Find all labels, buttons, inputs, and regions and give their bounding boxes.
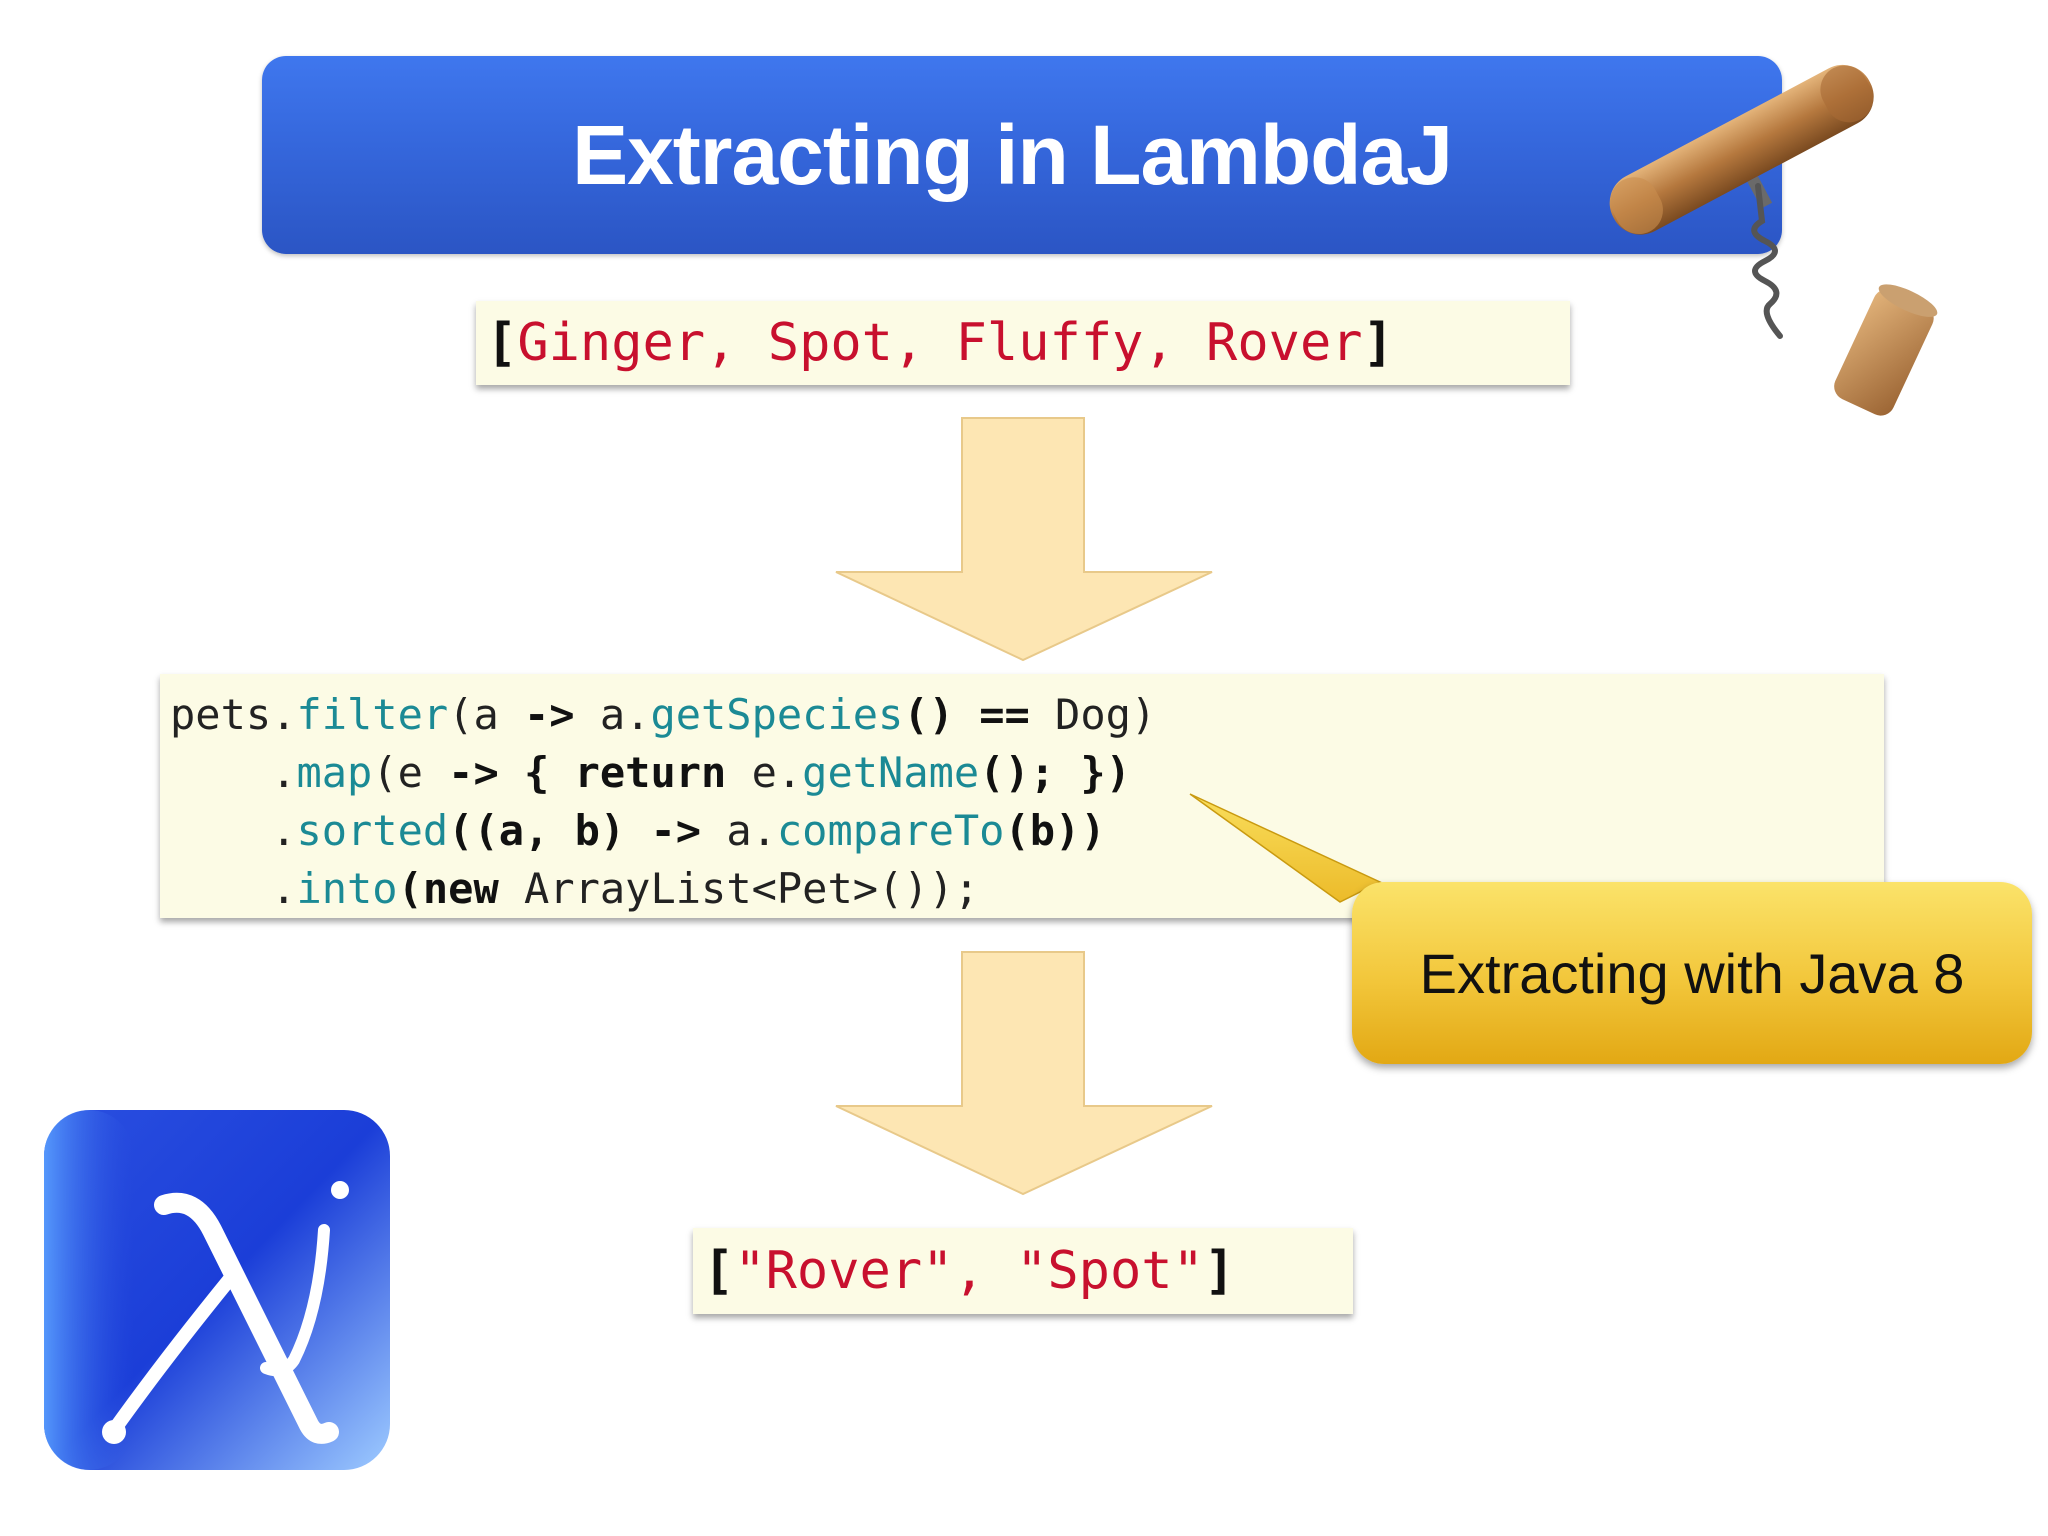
- code-token: (: [397, 864, 423, 913]
- code-keyword: new: [422, 864, 499, 913]
- code-operator: ==: [979, 690, 1030, 739]
- input-list-box: [Ginger, Spot, Fluffy, Rover]: [476, 301, 1570, 385]
- code-token: ArrayList<Pet>());: [498, 864, 980, 913]
- code-token: .: [170, 864, 297, 913]
- code-method: getName: [802, 748, 980, 797]
- code-method: into: [296, 864, 398, 913]
- code-keyword: return: [574, 748, 727, 797]
- input-list-close-bracket: ]: [1362, 313, 1394, 373]
- input-list-open-bracket: [: [486, 313, 518, 373]
- down-arrow-icon: [835, 951, 1213, 1196]
- callout-text: Extracting with Java 8: [1419, 941, 1965, 1005]
- title-banner: Extracting in LambdaJ: [262, 56, 1782, 254]
- code-token: Dog): [1029, 690, 1157, 739]
- code-method: sorted: [296, 806, 449, 855]
- code-method: filter: [296, 690, 449, 739]
- code-token: e.: [726, 748, 803, 797]
- code-token: .: [170, 806, 297, 855]
- code-token: a.: [701, 806, 777, 855]
- code-operator: ->: [650, 806, 702, 855]
- code-token: (e: [372, 748, 449, 797]
- output-list-box: ["Rover", "Spot"]: [693, 1228, 1353, 1314]
- slide-title: Extracting in LambdaJ: [572, 107, 1453, 202]
- code-method: getSpecies: [650, 690, 904, 739]
- corkscrew-icon: [1609, 64, 1938, 416]
- code-method: map: [296, 748, 373, 797]
- code-block: pets.filter(a -> a.getSpecies() == Dog) …: [160, 674, 1884, 918]
- code-method: compareTo: [776, 806, 1005, 855]
- code-operator: ->: [524, 690, 575, 739]
- output-list-close-bracket: ]: [1203, 1241, 1236, 1301]
- code-token: (b)): [1004, 806, 1106, 855]
- code-token: .: [170, 748, 297, 797]
- code-token: {: [498, 748, 575, 797]
- code-operator: ->: [448, 748, 499, 797]
- callout-bubble: Extracting with Java 8: [1352, 882, 2032, 1064]
- code-token: pets.: [170, 690, 297, 739]
- code-token: a.: [574, 690, 651, 739]
- code-token: (); }): [979, 748, 1131, 797]
- down-arrow-icon: [835, 417, 1213, 662]
- code-token: ((a, b): [448, 806, 651, 855]
- lambdaj-logo-icon: [44, 1110, 390, 1470]
- code-token: (): [903, 690, 980, 739]
- output-list-items: "Rover", "Spot": [734, 1241, 1204, 1301]
- input-list-items: Ginger, Spot, Fluffy, Rover: [517, 313, 1363, 373]
- output-list-open-bracket: [: [703, 1241, 735, 1301]
- code-token: (a: [448, 690, 525, 739]
